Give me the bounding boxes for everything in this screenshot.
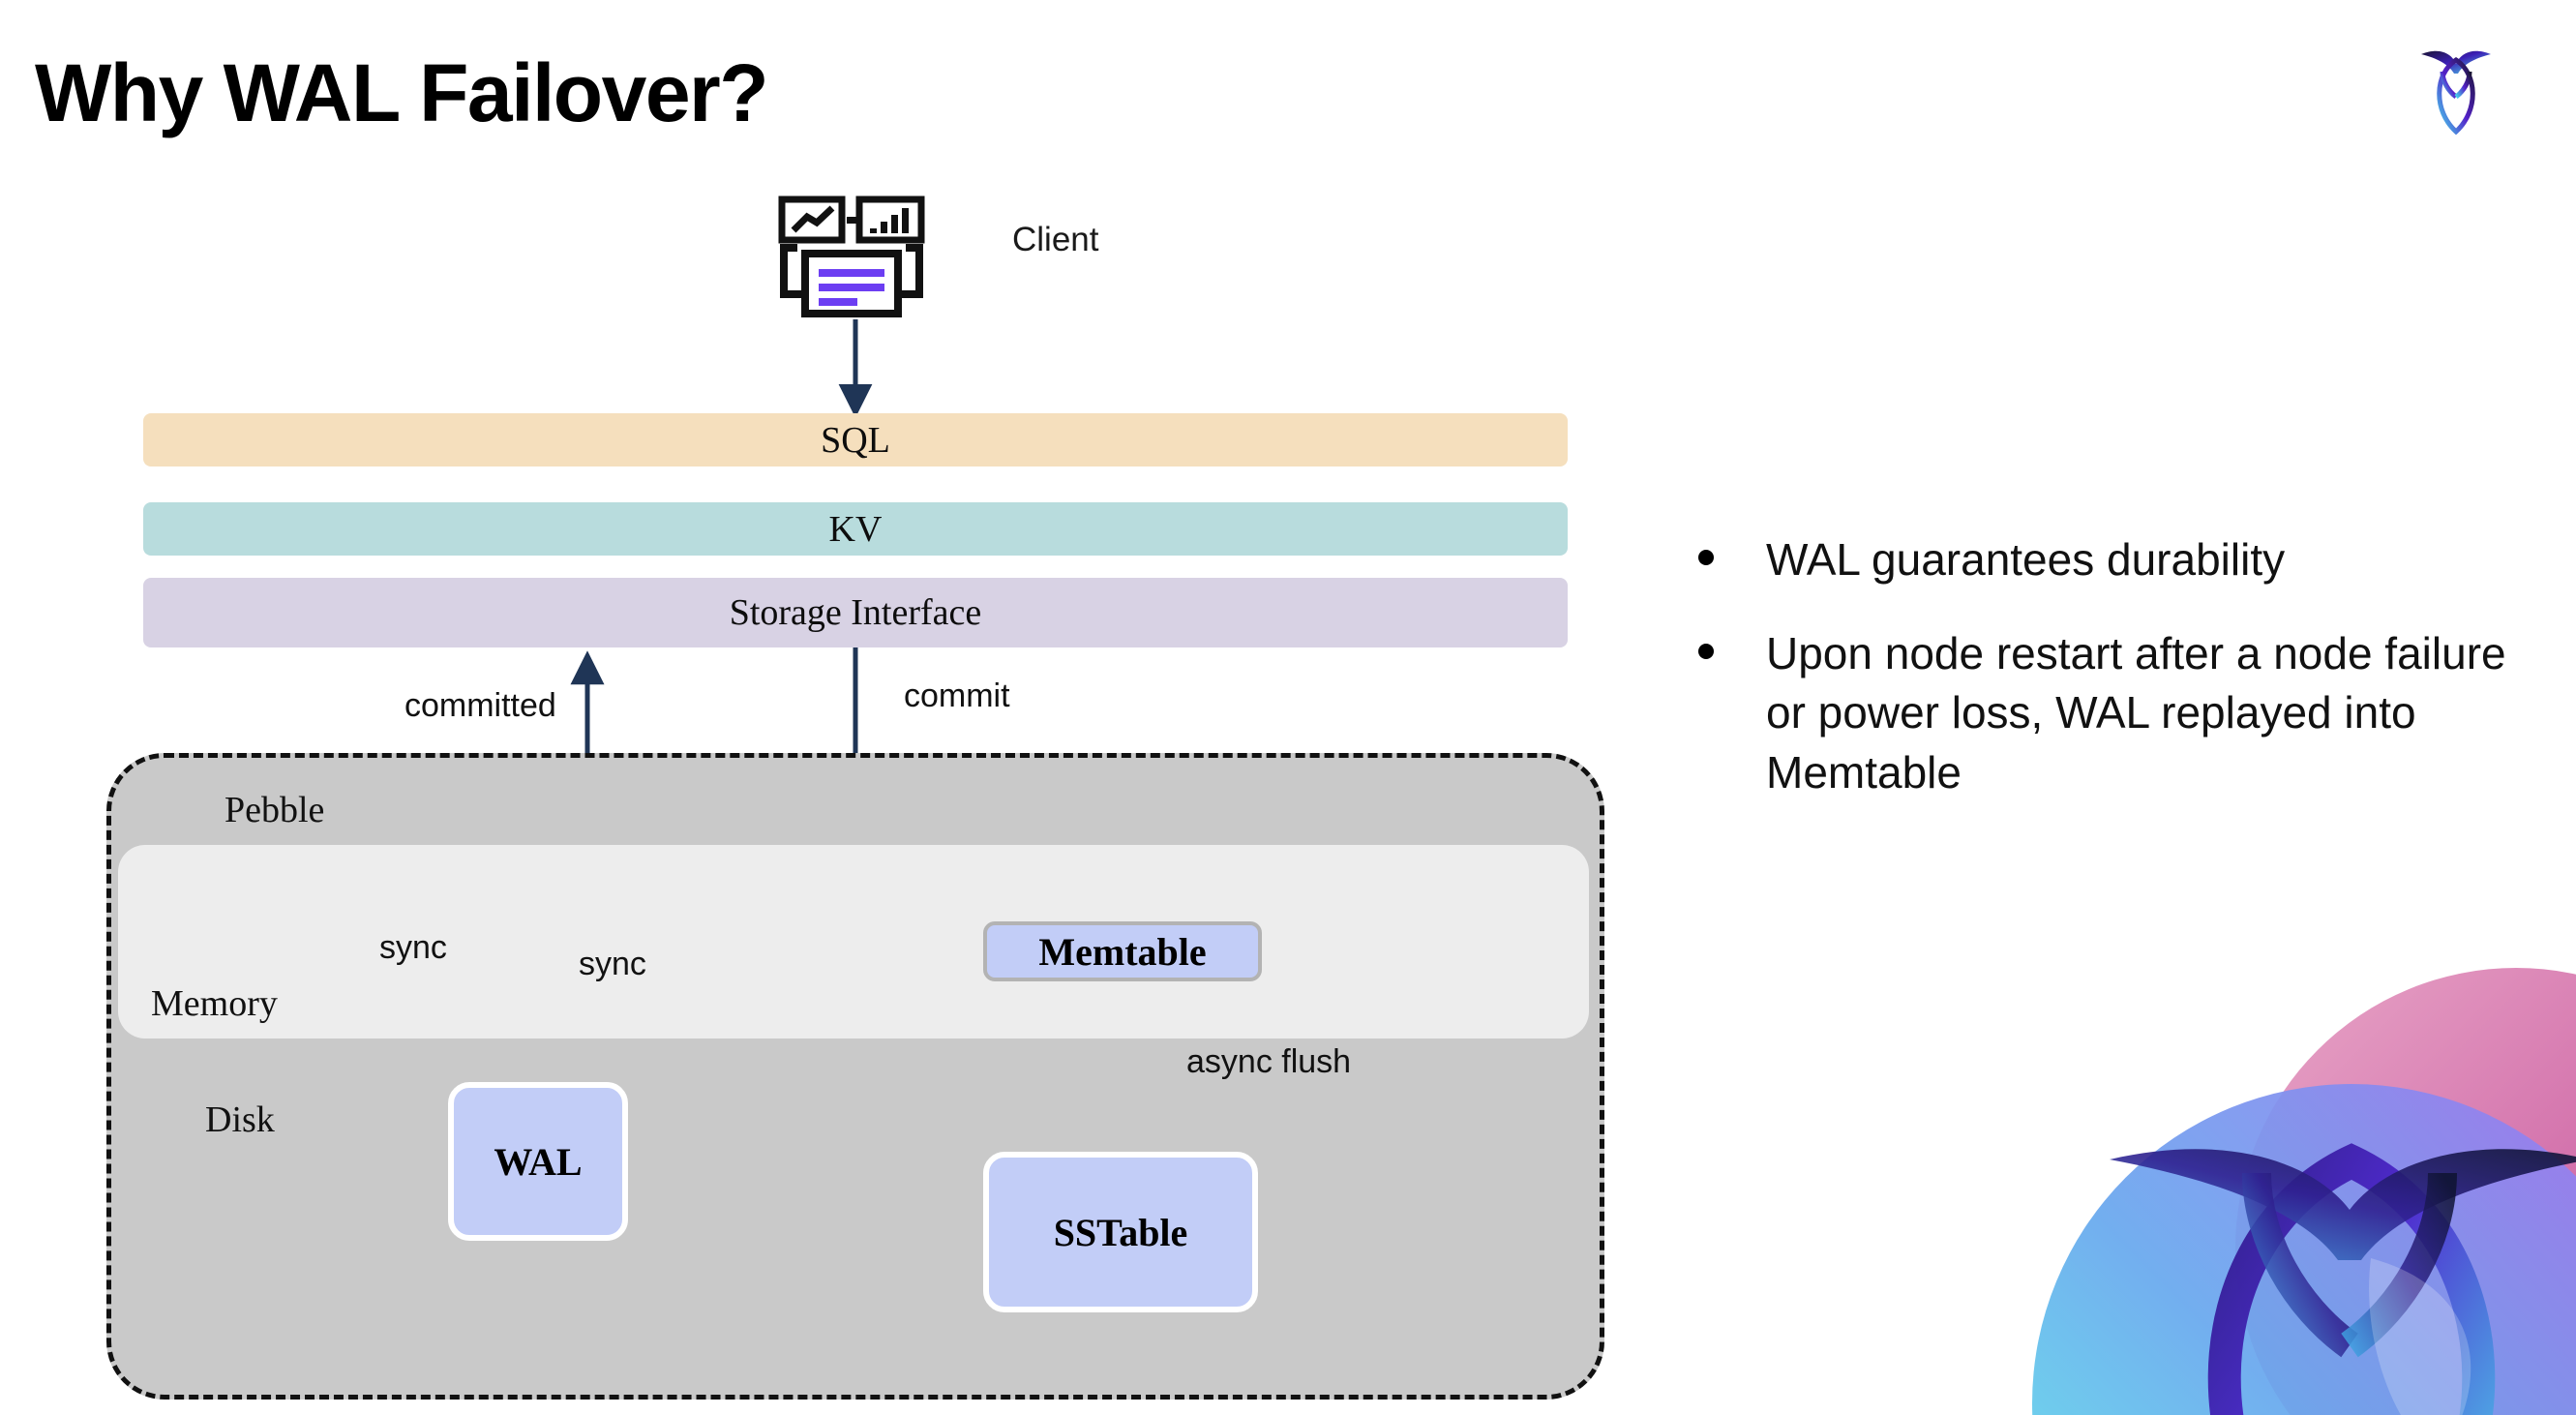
- client-label: Client: [1012, 221, 1099, 258]
- layer-label-sql: SQL: [821, 419, 890, 461]
- edge-label-commit: commit: [904, 677, 1010, 714]
- edge-label-committed: committed: [404, 687, 556, 724]
- decorative-logo-watermark: [1935, 919, 2576, 1415]
- pebble-label: Pebble: [225, 790, 325, 830]
- bullet-dot-icon: [1698, 550, 1714, 565]
- list-item: Upon node restart after a node failure o…: [1698, 624, 2531, 802]
- node-wal-label: WAL: [494, 1139, 583, 1184]
- layer-bar-storage-interface: Storage Interface: [143, 578, 1568, 647]
- node-sstable-label: SSTable: [1053, 1210, 1188, 1254]
- bullet-list: WAL guarantees durability Upon node rest…: [1698, 530, 2531, 837]
- edge-label-sync-right: sync: [579, 946, 646, 982]
- page-title: Why WAL Failover?: [35, 47, 769, 138]
- layer-label-kv: KV: [828, 508, 883, 550]
- layer-bar-kv: KV: [143, 502, 1568, 556]
- node-wal: WAL: [448, 1082, 628, 1241]
- bullet-dot-icon: [1698, 644, 1714, 660]
- memory-region: [118, 845, 1589, 1039]
- node-sstable: SSTable: [983, 1152, 1258, 1312]
- list-item: WAL guarantees durability: [1698, 530, 2531, 589]
- bullet-text: Upon node restart after a node failure o…: [1766, 628, 2506, 798]
- layer-label-storage-interface: Storage Interface: [729, 592, 982, 633]
- layer-bar-sql: SQL: [143, 413, 1568, 467]
- node-memtable-label: Memtable: [1038, 929, 1207, 974]
- disk-label: Disk: [205, 1099, 275, 1140]
- memory-label: Memory: [151, 983, 278, 1024]
- cockroachdb-logo-icon: [2408, 31, 2504, 137]
- bullet-text: WAL guarantees durability: [1766, 534, 2286, 585]
- edge-label-async-flush: async flush: [1186, 1043, 1352, 1080]
- architecture-diagram: Client SQL KV Storage Interface Pebble M…: [106, 194, 1604, 1400]
- node-memtable: Memtable: [983, 921, 1262, 981]
- edge-label-sync-left: sync: [379, 929, 447, 966]
- client-dashboard-icon: [774, 194, 929, 319]
